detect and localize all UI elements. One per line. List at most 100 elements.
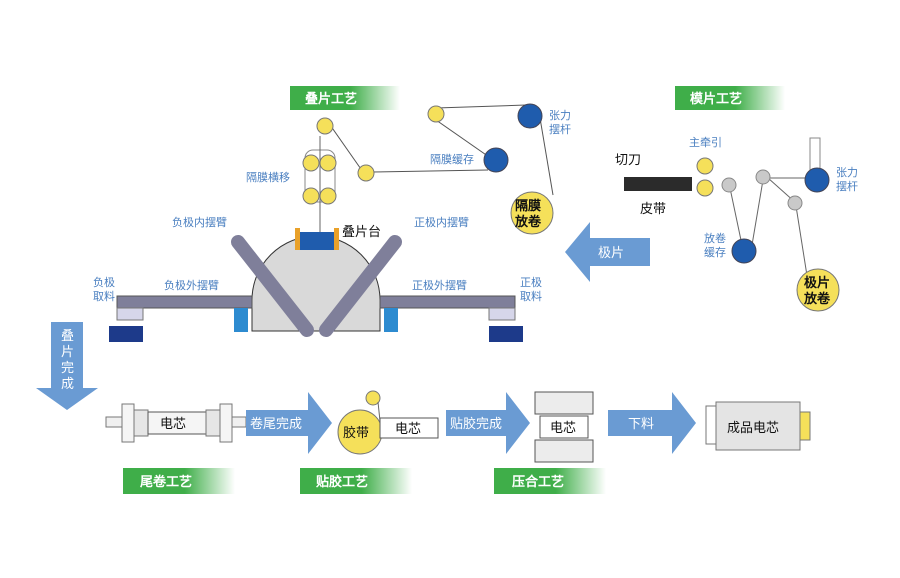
separator-unwind-roll <box>510 191 554 235</box>
sep-unwind-l1: 隔膜 <box>515 198 541 214</box>
unwind-buffer-l2: 缓存 <box>704 245 726 259</box>
section-tag-press: 压合工艺 <box>494 468 606 494</box>
sep-unwind-l2: 放卷 <box>514 214 542 230</box>
cell-2 <box>379 417 439 439</box>
tension-arm-label-1: 张力 摆杆 <box>549 109 575 136</box>
svg-text:主牵引: 主牵引 <box>689 135 722 149</box>
roller-gray <box>721 177 737 193</box>
el-unwind-l2: 放卷 <box>803 291 831 307</box>
unwind-buffer-label: 放卷 缓存 <box>704 231 730 259</box>
svg-text:尾卷工艺: 尾卷工艺 <box>140 474 192 490</box>
roller-blue <box>804 167 830 193</box>
roller-blue <box>483 147 509 173</box>
neg-pick-l2: 取料 <box>93 289 115 303</box>
svg-text:贴胶完成: 贴胶完成 <box>450 416 502 432</box>
svg-text:电芯: 电芯 <box>160 417 186 432</box>
cell-3 <box>539 415 589 439</box>
roller-yellow <box>427 105 445 123</box>
roller-yellow <box>316 117 334 135</box>
electrode-unwind-label: 极片 放卷 <box>803 275 835 307</box>
tension-arm-2-l1: 张力 <box>836 166 858 179</box>
roller-yellow <box>357 164 375 182</box>
die-cut-path <box>699 177 818 283</box>
roller-yellow <box>302 187 320 205</box>
belt <box>624 177 692 191</box>
neg-pick-l1: 负极 <box>93 275 115 289</box>
separator-path <box>304 104 554 232</box>
svg-text:极片: 极片 <box>598 246 624 261</box>
section-tag-die-cut: 模片工艺 <box>675 86 785 110</box>
neg-pick-label: 负极 取料 <box>93 275 119 303</box>
stack-table <box>300 232 334 250</box>
separator-rollers <box>302 103 554 235</box>
tension-arm-1-l2: 摆杆 <box>549 122 571 136</box>
svg-text:卷尾完成: 卷尾完成 <box>250 416 302 432</box>
svg-text:成品电芯: 成品电芯 <box>727 421 779 436</box>
stacking-machine <box>109 228 523 342</box>
svg-text:皮带: 皮带 <box>640 202 666 217</box>
roller-blue <box>517 103 543 129</box>
roller-yellow <box>319 187 337 205</box>
svg-text:胶带: 胶带 <box>343 425 369 441</box>
unwind-buffer-l1: 放卷 <box>704 231 726 245</box>
neg-inner-arm <box>231 235 314 337</box>
section-tag-stacking: 叠片工艺 <box>290 86 400 110</box>
pos-pick-label: 正极 取料 <box>520 275 546 303</box>
roller-gray <box>787 195 803 211</box>
roller-blue <box>731 238 757 264</box>
stack-done-arrow: 叠 片 完 成 <box>36 322 98 410</box>
section-tag-tail-wind: 尾卷工艺 <box>123 468 235 494</box>
neg-pick-block <box>109 326 143 342</box>
tail-done-arrow: 卷尾完成 <box>246 392 332 454</box>
tension-arm-post <box>809 137 821 173</box>
svg-text:隔膜横移: 隔膜横移 <box>246 170 290 184</box>
section-tag-tape: 贴胶工艺 <box>300 468 412 494</box>
svg-text:隔膜缓存: 隔膜缓存 <box>430 152 474 166</box>
tension-arm-1-l1: 张力 <box>549 109 571 122</box>
neg-outer-arm <box>116 295 253 309</box>
roller-yellow <box>302 154 320 172</box>
press-station: 电芯 <box>534 391 594 463</box>
el-unwind-l1: 极片 <box>804 275 830 291</box>
svg-text:电芯: 电芯 <box>395 422 421 437</box>
svg-text:下料: 下料 <box>628 417 654 432</box>
svg-text:贴胶工艺: 贴胶工艺 <box>316 474 368 490</box>
tape-top-roller <box>365 390 381 406</box>
roller-gray <box>755 169 771 185</box>
tension-arm-2-l2: 摆杆 <box>836 179 858 193</box>
stack-done-l1: 叠 <box>61 329 74 344</box>
svg-text:电芯: 电芯 <box>550 421 576 436</box>
svg-text:切刀: 切刀 <box>615 153 641 168</box>
pos-inner-arm <box>319 235 402 337</box>
roller-yellow <box>696 157 714 175</box>
stack-done-label: 叠 片 完 成 <box>61 329 78 392</box>
roller-yellow <box>696 179 714 197</box>
tail-wind-fixture: 电芯 <box>105 403 247 443</box>
svg-text:叠片台: 叠片台 <box>342 225 381 240</box>
tape-done-arrow: 贴胶完成 <box>446 392 530 454</box>
svg-text:负极外摆臂: 负极外摆臂 <box>164 278 219 292</box>
pos-pick-l1: 正极 <box>520 275 542 289</box>
roller-yellow <box>319 154 337 172</box>
pos-outer-arm <box>379 295 516 309</box>
svg-text:正极内摆臂: 正极内摆臂 <box>414 215 469 229</box>
pos-pick-block <box>489 326 523 342</box>
tension-arm-label-2: 张力 摆杆 <box>836 166 862 193</box>
svg-text:负极内摆臂: 负极内摆臂 <box>172 215 227 229</box>
electrode-arrow: 极片 <box>565 222 650 282</box>
svg-text:叠片工艺: 叠片工艺 <box>305 91 357 107</box>
tape-station: 胶带 电芯 <box>337 390 439 455</box>
finished-cell: 成品电芯 <box>705 401 811 451</box>
stack-done-l2: 片 <box>61 345 74 360</box>
svg-text:压合工艺: 压合工艺 <box>512 474 564 490</box>
unload-arrow: 下料 <box>608 392 696 454</box>
electrode-unwind-roll <box>796 268 840 312</box>
separator-unwind-label: 隔膜 放卷 <box>514 198 546 230</box>
svg-text:模片工艺: 模片工艺 <box>690 91 742 107</box>
die-cut-rollers <box>696 157 840 312</box>
stack-done-l3: 完 <box>61 361 74 376</box>
stack-done-l4: 成 <box>61 377 74 392</box>
svg-text:正极外摆臂: 正极外摆臂 <box>412 278 467 292</box>
pos-pick-l2: 取料 <box>520 289 542 303</box>
